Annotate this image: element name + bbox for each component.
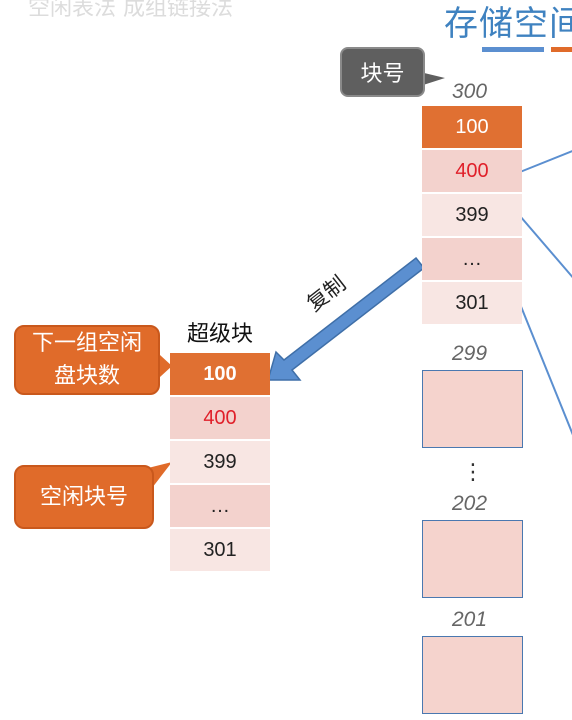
block-299 <box>422 370 523 448</box>
superblock-cell-301: 301 <box>170 529 270 571</box>
next-group-callout: 下一组空闲盘块数 <box>14 325 160 395</box>
block-number-299: 299 <box>452 342 488 365</box>
block300-cell-ellipsis: … <box>422 238 522 280</box>
link-line-301 <box>519 303 572 436</box>
block-number-201: 201 <box>452 608 488 631</box>
block-no-callout: 块号 <box>340 47 425 97</box>
block300-count-cell: 100 <box>422 106 522 148</box>
next-group-callout-pointer <box>160 355 172 377</box>
block300-cell-301: 301 <box>422 282 522 324</box>
page-title: 存储空间 <box>444 4 572 44</box>
vertical-ellipsis: ⋮ <box>462 460 484 485</box>
title-underline-orange <box>551 47 572 52</box>
block-number-202: 202 <box>452 492 488 515</box>
block300-cell-400: 400 <box>422 150 522 192</box>
block-no-callout-pointer <box>420 72 445 86</box>
superblock-cell-399: 399 <box>170 441 270 483</box>
superblock-cell-ellipsis: … <box>170 485 270 527</box>
superblock-label: 超级块 <box>186 322 253 347</box>
link-line-400 <box>519 150 572 173</box>
copy-arrow <box>267 256 426 381</box>
block300-cell-399: 399 <box>422 194 522 236</box>
free-block-callout: 空闲块号 <box>14 465 154 529</box>
link-line-399 <box>519 215 572 279</box>
faded-header-text: 空闲表法 成组链接法 <box>28 0 233 21</box>
title-underline-blue <box>482 47 544 52</box>
block-202 <box>422 520 523 598</box>
block-number-300: 300 <box>452 80 488 103</box>
block-201 <box>422 636 523 714</box>
superblock-cell-400: 400 <box>170 397 270 439</box>
superblock-count-cell: 100 <box>170 353 270 395</box>
